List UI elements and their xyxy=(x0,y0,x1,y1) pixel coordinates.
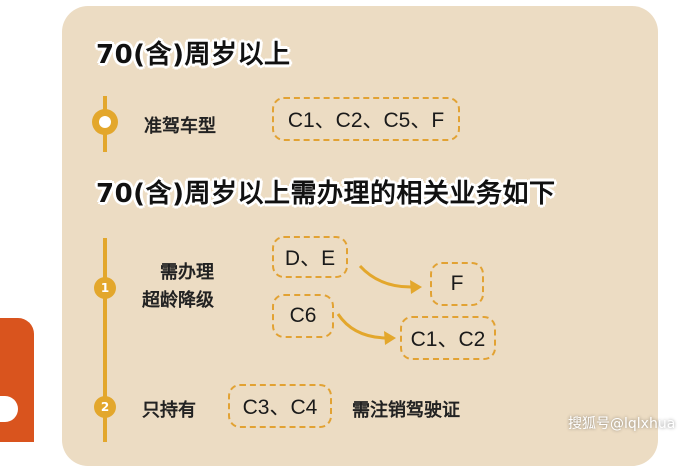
downgrade-label-line2: 超龄降级 xyxy=(142,290,214,311)
cancel-license-label: 需注销驾驶证 xyxy=(352,400,460,421)
arrow-head-2-icon xyxy=(384,331,396,345)
downgrade-label-line1: 需办理 xyxy=(160,262,214,283)
tag-f: F xyxy=(430,262,484,306)
watermark: 搜狐号@lqlxhua xyxy=(568,416,676,432)
arrows-graphic xyxy=(336,264,422,345)
decorative-shape xyxy=(0,318,34,442)
license-class-tag: C1、C2、C5、F xyxy=(272,97,460,141)
tag-c3-c4: C3、C4 xyxy=(228,384,332,428)
heading-business: 70(含)周岁以上需办理的相关业务如下 xyxy=(96,179,556,209)
step-number-2: 2 xyxy=(94,396,116,418)
arrow-c6-to-c1c2-icon xyxy=(336,313,389,340)
arrow-head-1-icon xyxy=(410,280,422,294)
tag-de: D、E xyxy=(272,236,348,278)
info-card xyxy=(62,6,658,466)
arrow-de-to-f-icon xyxy=(358,264,415,289)
license-class-label: 准驾车型 xyxy=(144,116,216,137)
tag-c6: C6 xyxy=(272,294,334,338)
only-hold-label: 只持有 xyxy=(142,400,196,421)
tag-c1-c2: C1、C2 xyxy=(400,316,496,360)
timeline-line-bottom xyxy=(103,238,107,442)
step-number-1: 1 xyxy=(94,277,116,299)
heading-age-70: 70(含)周岁以上 xyxy=(96,40,291,70)
bullet-dot-icon xyxy=(92,109,118,135)
